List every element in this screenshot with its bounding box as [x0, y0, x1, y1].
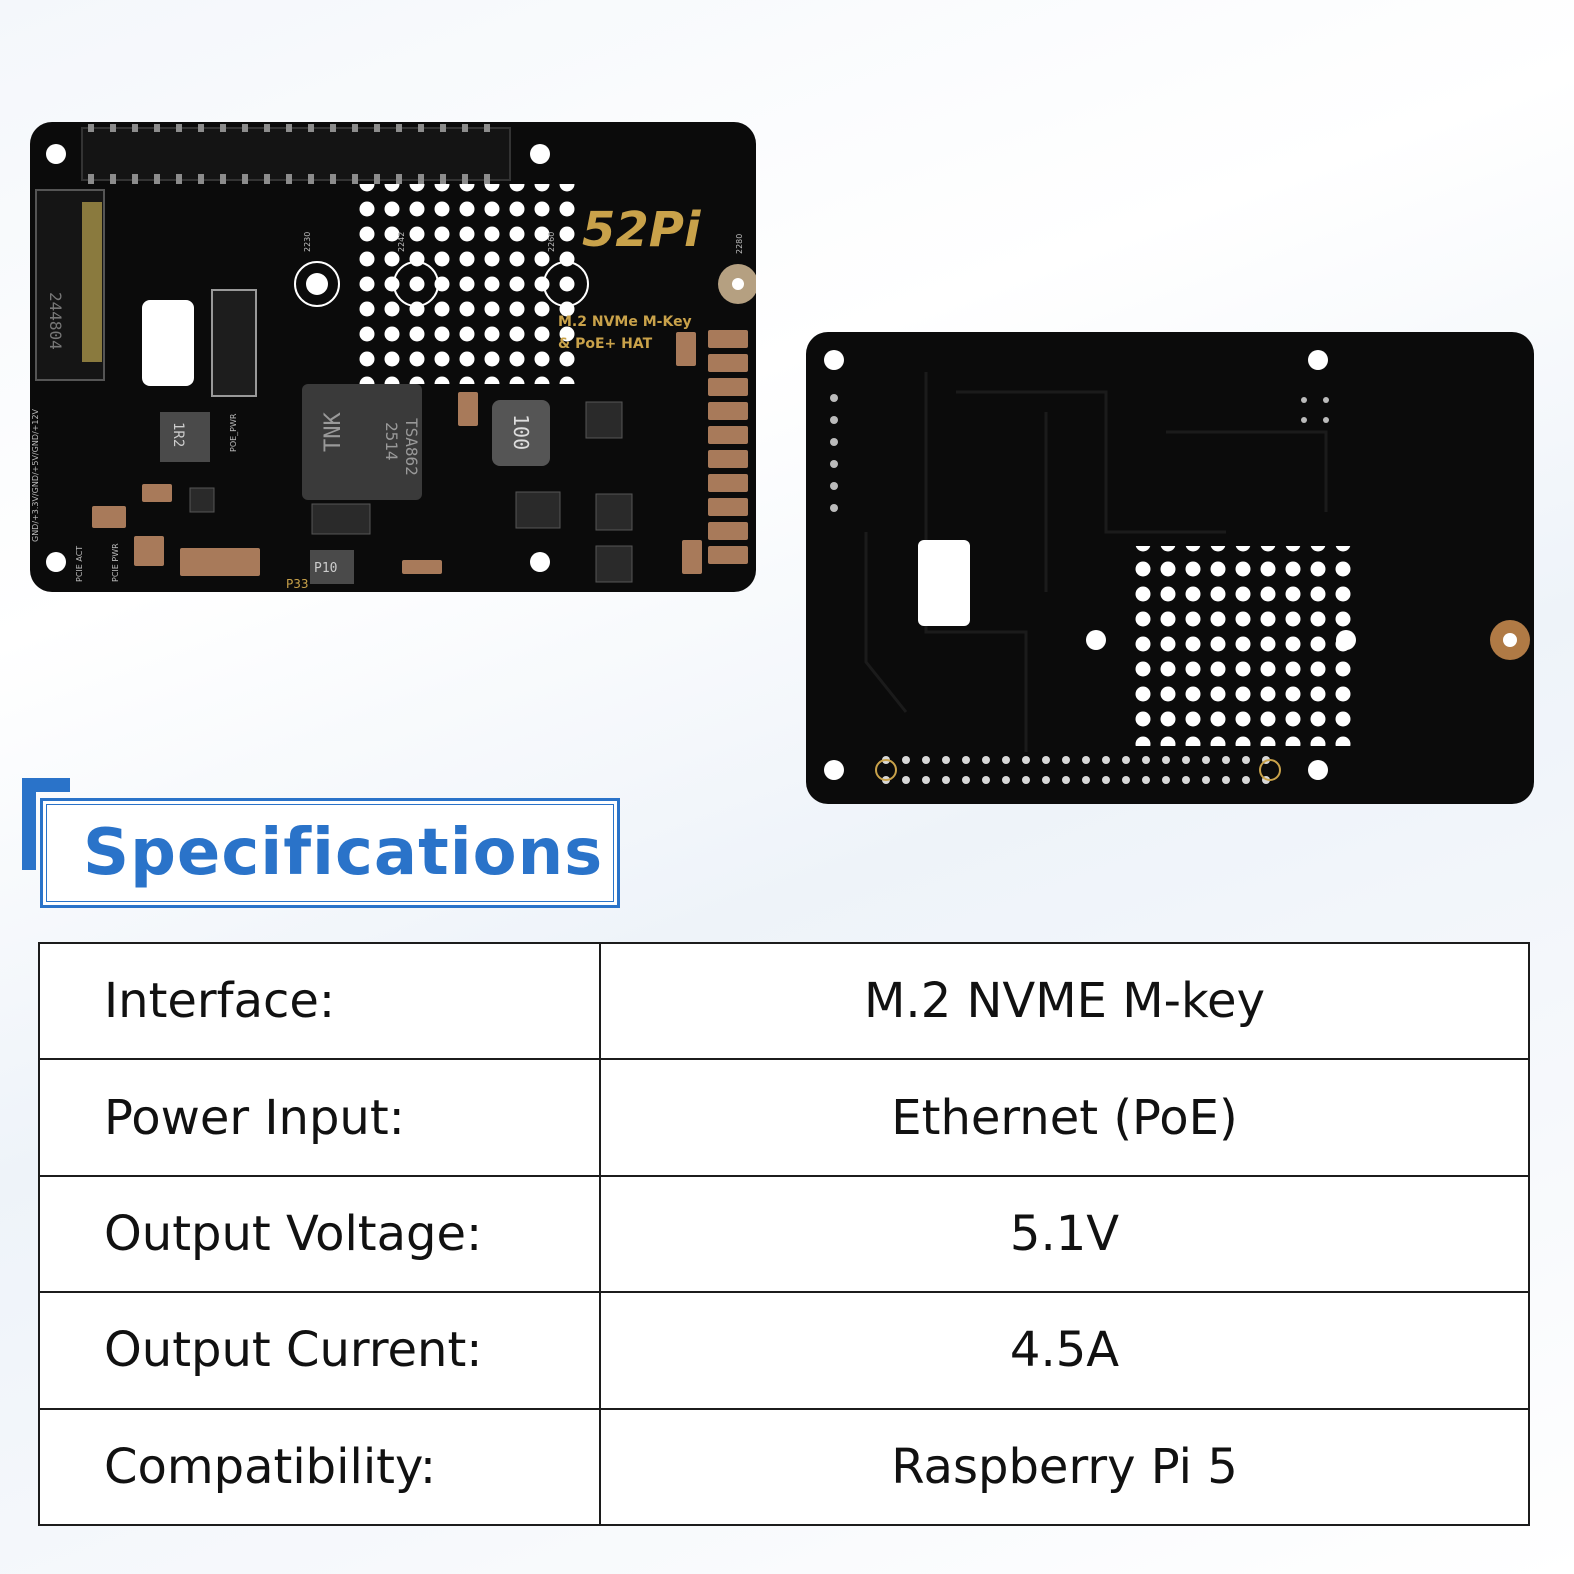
spec-value: Raspberry Pi 5 [599, 1407, 1530, 1527]
spec-label: Power Input: [38, 1058, 601, 1177]
pcb-front-image: 244804 52Pi M.2 NVMe M-Key & PoE+ HAT 22… [30, 122, 756, 592]
specifications-table: Interface: M.2 NVME M-key Power Input: E… [38, 941, 1530, 1527]
corner-accent [22, 778, 36, 870]
svg-text:244804: 244804 [46, 292, 65, 350]
spec-value: M.2 NVME M-key [599, 941, 1530, 1061]
pcb-back-image [806, 332, 1534, 804]
svg-text:P33: P33 [286, 577, 309, 591]
svg-text:1R2: 1R2 [170, 422, 186, 447]
svg-text:100: 100 [509, 414, 533, 450]
table-row: Power Input: Ethernet (PoE) [38, 1058, 1530, 1177]
spec-label: Output Current: [38, 1291, 601, 1410]
spec-label: Output Voltage: [38, 1174, 601, 1294]
specifications-title-box: Specifications [40, 798, 620, 908]
svg-text:2242: 2242 [397, 232, 406, 252]
svg-text:PCIE PWR: PCIE PWR [111, 543, 120, 582]
spec-value: 4.5A [599, 1291, 1530, 1410]
spec-label: Interface: [38, 941, 601, 1061]
svg-text:2514: 2514 [382, 422, 401, 461]
spec-value: Ethernet (PoE) [599, 1058, 1530, 1177]
spec-label: Compatibility: [38, 1407, 601, 1527]
svg-text:M.2 NVMe M-Key: M.2 NVMe M-Key [558, 314, 692, 330]
table-row: Interface: M.2 NVME M-key [38, 941, 1530, 1061]
svg-text:2260: 2260 [547, 232, 556, 252]
svg-text:TSA862: TSA862 [402, 418, 421, 476]
table-row: Output Voltage: 5.1V [38, 1174, 1530, 1294]
svg-text:& PoE+ HAT: & PoE+ HAT [558, 336, 653, 352]
svg-text:52Pi: 52Pi [582, 202, 701, 258]
specifications-heading: Specifications [22, 778, 628, 914]
spec-value: 5.1V [599, 1174, 1530, 1294]
svg-text:TNK: TNK [321, 412, 346, 452]
svg-text:P10: P10 [314, 561, 337, 576]
table-row: Output Current: 4.5A [38, 1291, 1530, 1410]
svg-text:2280: 2280 [735, 234, 744, 254]
svg-text:2230: 2230 [303, 232, 312, 252]
specifications-title: Specifications [83, 816, 604, 890]
table-row: Compatibility: Raspberry Pi 5 [38, 1407, 1530, 1527]
svg-text:POE_PWR: POE_PWR [229, 413, 238, 452]
svg-text:PCIE ACT: PCIE ACT [75, 546, 84, 582]
svg-text:GND/+3.3V/GND/+5V/GND/+12V: GND/+3.3V/GND/+5V/GND/+12V [31, 408, 40, 542]
